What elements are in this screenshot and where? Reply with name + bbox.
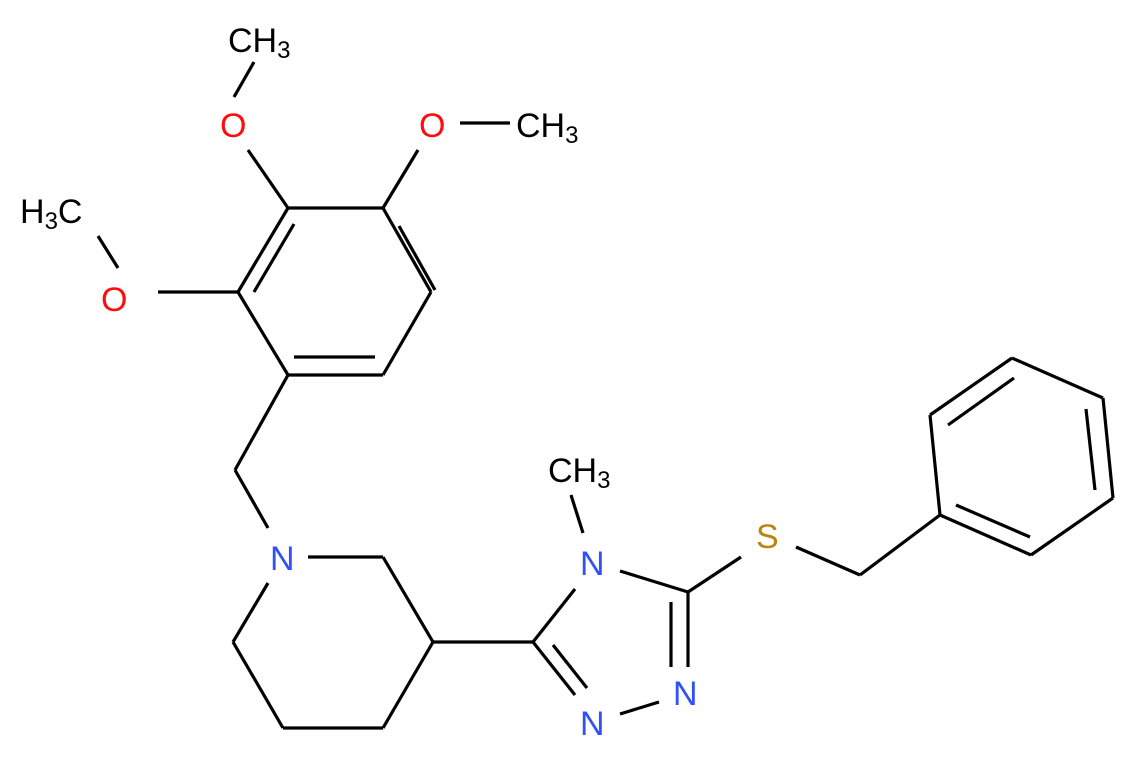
phenyl-ring — [928, 356, 1115, 557]
methyl-triazole-label: CH3 — [548, 452, 610, 494]
methoxy-top — [232, 61, 290, 209]
nitrogen-piperidine-label: N — [270, 540, 295, 578]
oxygen-left-label: O — [101, 281, 127, 319]
nitrogen-triazole-4-label: N — [580, 545, 605, 583]
methyl-top-label: CH3 — [228, 22, 290, 64]
benzyl-linker — [233, 374, 290, 529]
methoxy-right — [381, 121, 510, 209]
oxygen-right-label: O — [419, 107, 445, 145]
methoxy-left — [96, 235, 238, 294]
nitrogen-triazole-2-label: N — [580, 705, 605, 743]
triazole-ring — [531, 494, 690, 716]
nitrogen-triazole-1-label: N — [673, 675, 698, 713]
oxygen-top-label: O — [220, 107, 246, 145]
methyl-right-label: CH3 — [516, 107, 578, 149]
trimethoxyphenyl-ring — [236, 206, 437, 377]
methyl-left-label: H3C — [20, 193, 82, 235]
sulfur-label: S — [756, 518, 779, 556]
thioether-linker — [687, 513, 941, 594]
piperidine-ring — [231, 555, 435, 730]
